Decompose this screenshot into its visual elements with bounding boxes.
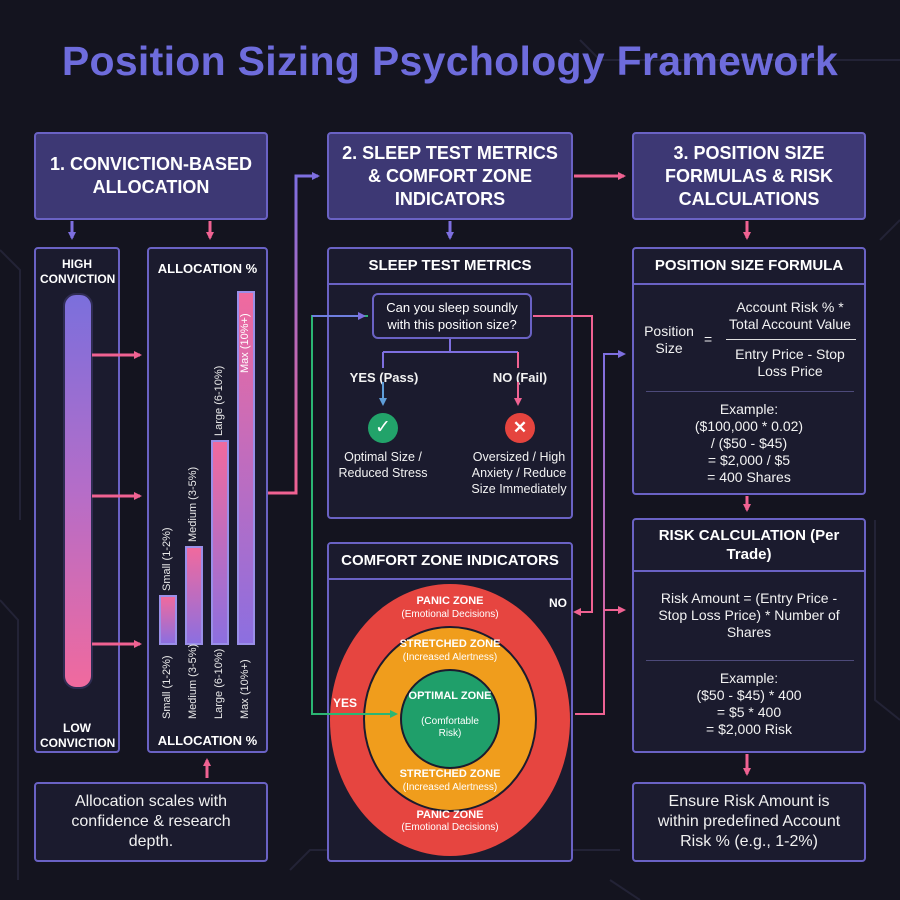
allocation-bar-3 xyxy=(211,440,229,645)
sleep-question-text: Can you sleep soundly with this position… xyxy=(386,300,518,332)
example-line: = $2,000 / $5 xyxy=(707,452,791,468)
cross-icon: ✕ xyxy=(505,413,535,443)
final-note-text: Ensure Risk Amount is within predefined … xyxy=(657,793,841,850)
example-line: ($50 - $45) * 400 xyxy=(696,687,802,703)
section2-header-text: 2. SLEEP TEST METRICS & COMFORT ZONE IND… xyxy=(342,142,558,209)
section1-header-text: 1. CONVICTION-BASED ALLOCATION xyxy=(49,154,253,197)
example-line: ($100,000 * 0.02) xyxy=(694,418,804,434)
example-line: = $2,000 Risk xyxy=(706,721,792,737)
risk-calculation-title-text: RISK CALCULATION (Per Trade) xyxy=(658,527,840,563)
formula-denominator: Entry Price - Stop Loss Price xyxy=(735,346,845,379)
sleep-test-title-text: SLEEP TEST METRICS xyxy=(368,257,532,274)
comfort-zone-diagram: PANIC ZONE (Emotional Decisions) STRETCH… xyxy=(329,580,571,860)
section3-header-text: 3. POSITION SIZE FORMULAS & RISK CALCULA… xyxy=(665,142,833,209)
optimal-zone-sub-text: (Comfortable Risk) xyxy=(421,716,479,739)
stretched-zone-top-label: STRETCHED ZONE xyxy=(399,638,501,650)
risk-divider xyxy=(646,660,854,661)
optimal-zone-circle xyxy=(400,669,500,769)
section3-header: 3. POSITION SIZE FORMULAS & RISK CALCULA… xyxy=(632,132,866,220)
risk-calculation-title: RISK CALCULATION (Per Trade) xyxy=(634,520,864,572)
comfort-yes-arrow-label: YES xyxy=(333,696,358,710)
allocation-bar-bottom-label: Max (10%+) xyxy=(239,659,251,719)
section2-header: 2. SLEEP TEST METRICS & COMFORT ZONE IND… xyxy=(327,132,573,220)
comfort-zone-title-text: COMFORT ZONE INDICATORS xyxy=(341,552,559,569)
optimal-zone-label-text: OPTIMAL ZONE xyxy=(408,690,492,702)
conviction-scale-panel: HIGH CONVICTION LOW CONVICTION xyxy=(34,247,120,753)
sleep-test-panel: SLEEP TEST METRICS Can you sleep soundly… xyxy=(327,247,573,519)
formula-equals: = xyxy=(704,331,713,347)
allocation-bar-2 xyxy=(185,546,203,645)
allocation-bottom-label: ALLOCATION % xyxy=(157,733,258,748)
stretched-zone-bottom-label: STRETCHED ZONE xyxy=(399,768,501,780)
optimal-zone-label: OPTIMAL ZONE xyxy=(400,690,500,703)
position-formula-panel: POSITION SIZE FORMULA Position Size = Ac… xyxy=(632,247,866,495)
example-line: / ($50 - $45) xyxy=(710,435,788,451)
comfort-zone-title: COMFORT ZONE INDICATORS xyxy=(329,544,571,580)
allocation-bar-bottom-label: Medium (3-5%) xyxy=(187,643,199,719)
allocation-top-label: ALLOCATION % xyxy=(157,261,258,276)
allocation-bar-top-label: Max (10%+) xyxy=(239,313,251,373)
panic-zone-bottom-label: PANIC ZONE xyxy=(416,809,484,821)
sleep-question-box: Can you sleep soundly with this position… xyxy=(372,293,532,339)
formula-fraction-line xyxy=(726,339,856,340)
sleep-test-title: SLEEP TEST METRICS xyxy=(329,249,571,285)
final-note-box: Ensure Risk Amount is within predefined … xyxy=(632,782,866,862)
allocation-bar-1 xyxy=(159,595,177,645)
formula-numerator: Account Risk % * Total Account Value xyxy=(729,299,851,332)
optimal-zone-sub: (Comfortable Risk) xyxy=(410,716,490,740)
stretched-zone-bottom-sub: (Increased Alertness) xyxy=(402,782,498,793)
low-conviction-label: LOW CONVICTION xyxy=(40,721,116,750)
risk-example-lines: ($50 - $45) * 400= $5 * 400= $2,000 Risk xyxy=(634,687,864,738)
allocation-bar-top-label: Medium (3-5%) xyxy=(187,466,199,542)
risk-example-label: Example: xyxy=(719,670,779,686)
panic-zone-bottom-sub: (Emotional Decisions) xyxy=(401,822,499,833)
sleep-no-label: NO (Fail) xyxy=(492,370,548,385)
position-formula-title-text: POSITION SIZE FORMULA xyxy=(654,257,844,274)
allocation-bar-top-label: Small (1-2%) xyxy=(161,527,173,591)
comfort-no-arrow-label: NO xyxy=(549,596,567,610)
stretched-zone-top-sub: (Increased Alertness) xyxy=(402,652,498,663)
panic-zone-top-sub: (Emotional Decisions) xyxy=(401,609,499,620)
allocation-bar-bottom-label: Small (1-2%) xyxy=(161,655,173,719)
formula-example-label: Example: xyxy=(719,401,779,417)
position-formula-title: POSITION SIZE FORMULA xyxy=(634,249,864,285)
formula-divider xyxy=(646,391,854,392)
formula-example-lines: ($100,000 * 0.02)/ ($50 - $45)= $2,000 /… xyxy=(634,418,864,486)
allocation-bar-bottom-label: Large (6-10%) xyxy=(213,648,225,719)
allocation-note: Allocation scales with confidence & rese… xyxy=(34,782,268,862)
page-title: Position Sizing Psychology Framework xyxy=(61,38,839,84)
sleep-no-result: Oversized / High Anxiety / Reduce Size I… xyxy=(471,450,567,496)
allocation-bar-top-label: Large (6-10%) xyxy=(213,365,225,436)
allocation-bar-4 xyxy=(237,291,255,645)
example-line: = $5 * 400 xyxy=(716,704,782,720)
risk-formula: Risk Amount = (Entry Price - Stop Loss P… xyxy=(658,590,840,640)
allocation-panel: ALLOCATION % ALLOCATION % Small (1-2%) Sm… xyxy=(147,247,268,753)
check-icon: ✓ xyxy=(368,413,398,443)
section1-header: 1. CONVICTION-BASED ALLOCATION xyxy=(34,132,268,220)
example-line: = 400 Shares xyxy=(707,469,791,485)
formula-lhs: Position Size xyxy=(644,323,694,356)
sleep-yes-label: YES (Pass) xyxy=(349,370,419,385)
sleep-yes-result: Optimal Size / Reduced Stress xyxy=(338,450,428,480)
panic-zone-top-label: PANIC ZONE xyxy=(416,595,484,607)
risk-calculation-panel: RISK CALCULATION (Per Trade) Risk Amount… xyxy=(632,518,866,753)
conviction-gradient-bar xyxy=(63,293,93,689)
high-conviction-label: HIGH CONVICTION xyxy=(40,257,116,286)
allocation-note-text: Allocation scales with confidence & rese… xyxy=(71,793,231,850)
